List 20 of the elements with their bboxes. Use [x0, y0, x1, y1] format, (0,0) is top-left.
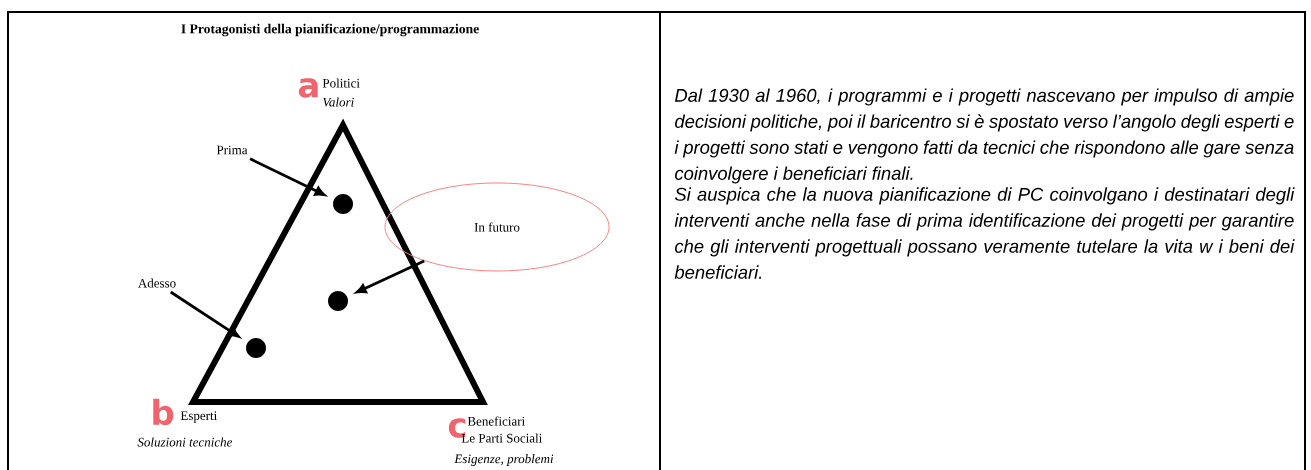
vertex-caption: Soluzioni tecniche — [137, 437, 233, 447]
dot — [328, 291, 348, 311]
paragraph: Si auspica che la nuova pianificazione di PC coinvolgano i destinatari degli interventi anche nella fase di prima identificazione dei progetti per garantire che gli interventi progettuali possano veramente tutelare la vita w i beni dei beneficiari. — [674, 187, 1295, 279]
dot — [333, 194, 353, 214]
arrow — [169, 290, 240, 338]
corner-letter: b — [153, 398, 174, 426]
vertex-label: Beneficiari — [467, 416, 525, 426]
paragraph: Dal 1930 al 1960, i programmi e i progetti nascevano per impulso di ampie decisioni politiche, poi il baricentro si è spostato verso l’angolo degli esperti e i progetti sono stati e vengono fatti da tecnici che rispondono alle gare senza coinvolgere i beneficiari finali. — [674, 88, 1294, 184]
corner-letter: a — [298, 78, 318, 98]
dot — [246, 338, 266, 358]
vertex-label: Politici — [322, 78, 360, 88]
diagram-title: I Protagonisti della pianificazione/programmazione — [181, 23, 479, 37]
ellipse-label: In futuro — [384, 182, 610, 272]
arrow — [249, 157, 326, 196]
arrow — [356, 259, 425, 294]
text-label: Adesso — [138, 278, 176, 288]
text-label: Prima — [216, 145, 248, 155]
vertex-caption: Valori — [323, 97, 354, 107]
vertex-label: Esperti — [180, 411, 217, 423]
vertex-caption: Esigenze, problemi — [454, 454, 554, 466]
